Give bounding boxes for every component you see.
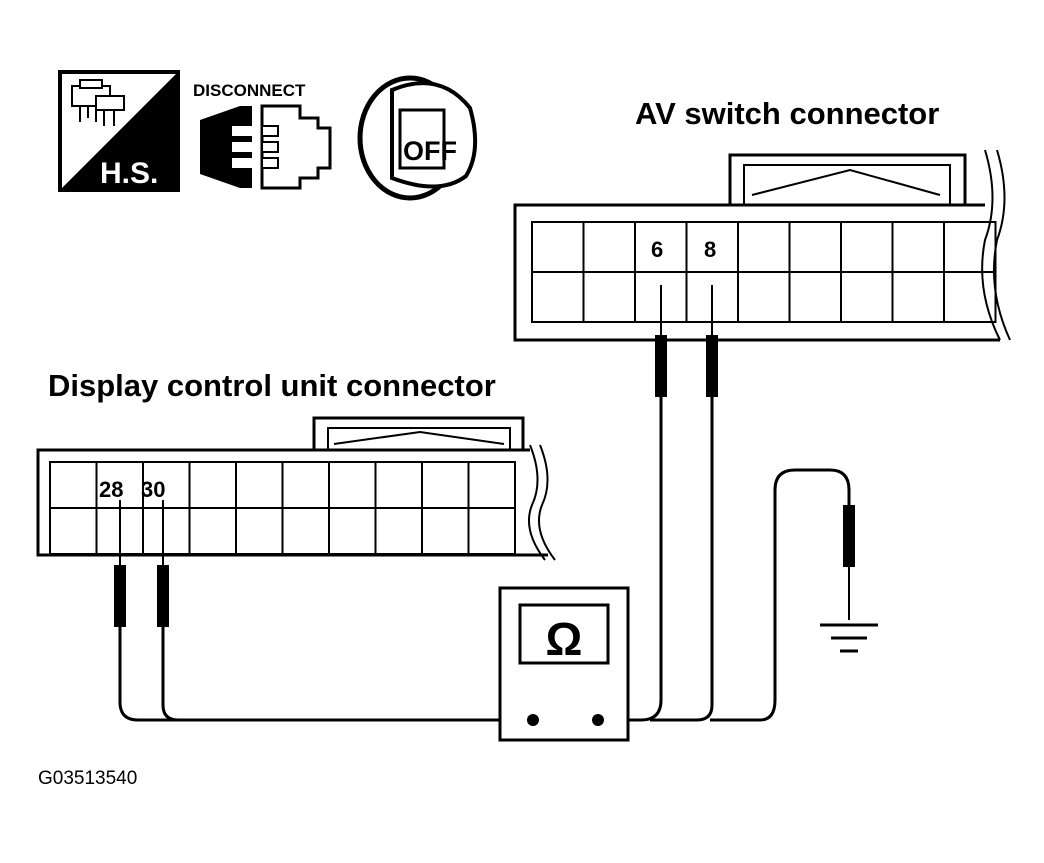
- dcu-cavity: [281, 507, 330, 555]
- dcu-cavity: [467, 461, 516, 509]
- av-pin-6-label: 6: [651, 237, 663, 262]
- dcu-cavity: [328, 507, 377, 555]
- ground-icon: [820, 623, 878, 653]
- av-cavity: [531, 271, 585, 323]
- dcu-cavity: [235, 461, 284, 509]
- test-leads: [118, 397, 851, 722]
- av-cavity: [891, 221, 945, 273]
- ignition-key-off-icon: OFF: [357, 75, 478, 201]
- dcu-cavity: [49, 507, 98, 555]
- figure-code: G03513540: [38, 768, 137, 789]
- disconnect-connector-icon: DISCONNECT: [193, 81, 332, 190]
- av-cavity: [788, 271, 842, 323]
- av-cavity: [891, 271, 945, 323]
- harness-connector-icon: H.S.: [58, 70, 180, 192]
- av-pin-8-label: 8: [704, 237, 716, 262]
- disconnect-label: DISCONNECT: [193, 81, 306, 100]
- av-cavity: [531, 221, 585, 273]
- dcu-pin-28-label: 28: [99, 477, 123, 502]
- display-connector-title: Display control unit connector: [48, 368, 496, 403]
- dcu-cavity: [467, 507, 516, 555]
- av-cavity: [840, 271, 894, 323]
- av-switch-connector: [513, 149, 1011, 342]
- av-cavity: [737, 221, 791, 273]
- dcu-cavity: [142, 507, 191, 555]
- dcu-cavity: [328, 461, 377, 509]
- dcu-cavity: [188, 507, 237, 555]
- display-control-unit-connector: [36, 416, 556, 561]
- dcu-cavity: [421, 507, 470, 555]
- dcu-pin-30-label: 30: [141, 477, 165, 502]
- dcu-cavity: [235, 507, 284, 555]
- dcu-cavity: [421, 461, 470, 509]
- av-cavity: [788, 221, 842, 273]
- dcu-cavity: [188, 461, 237, 509]
- harness-badge-text: H.S.: [100, 157, 158, 190]
- av-cavity: [737, 271, 791, 323]
- dcu-cavity: [281, 461, 330, 509]
- av-cavity: [943, 271, 997, 323]
- ignition-off-label: OFF: [403, 136, 457, 166]
- dcu-cavity: [49, 461, 98, 509]
- av-cavity: [582, 221, 636, 273]
- test-probes: [114, 285, 855, 627]
- dcu-cavity: [374, 507, 423, 555]
- dcu-cavity: [374, 461, 423, 509]
- av-connector-title: AV switch connector: [635, 96, 939, 131]
- ohmmeter-icon: Ω: [498, 586, 630, 742]
- av-cavity: [582, 271, 636, 323]
- av-cavity: [840, 221, 894, 273]
- ohm-symbol: Ω: [546, 613, 583, 665]
